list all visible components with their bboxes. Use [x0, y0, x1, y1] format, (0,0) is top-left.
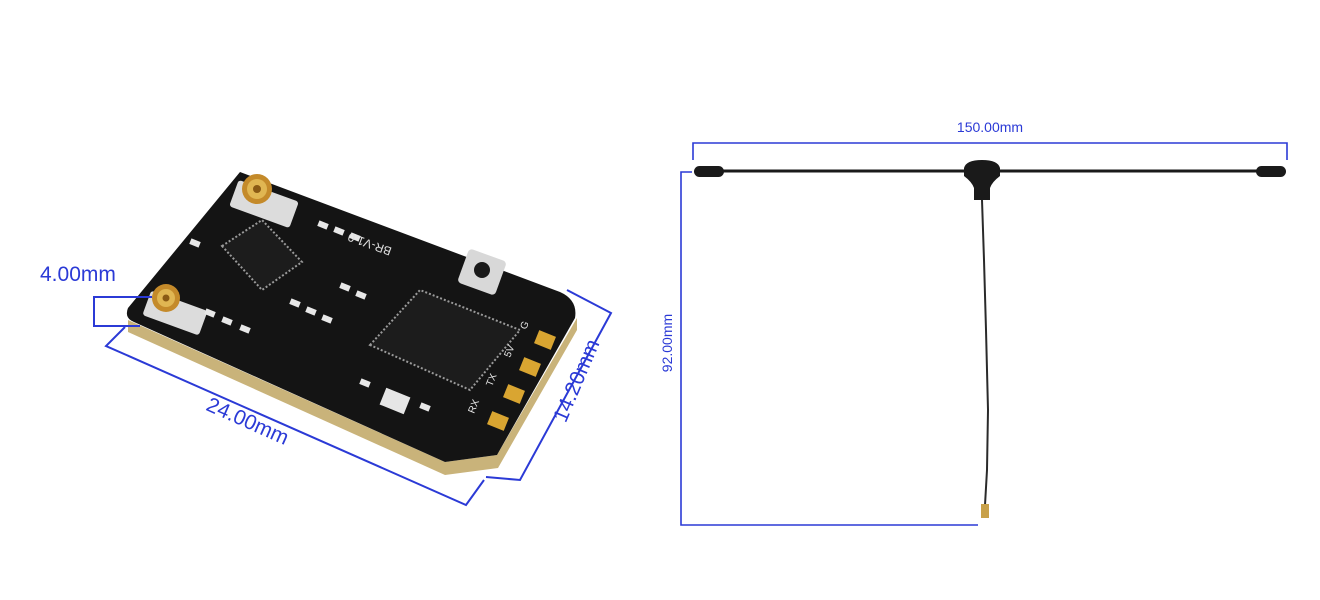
crystal — [379, 387, 411, 415]
length-dimension-line — [104, 326, 485, 507]
antenna-height-label: 92.00mm — [659, 314, 675, 372]
height-dimension-label: 4.00mm — [40, 263, 116, 286]
antenna-height-line — [680, 171, 978, 526]
pad-tx — [503, 384, 525, 404]
solder-pads — [487, 330, 556, 431]
width-dimension-label: 14.20mm — [549, 336, 604, 426]
antenna-hub — [964, 160, 1000, 200]
ufl-connector-bottom — [143, 284, 207, 335]
pin-label-tx: TX — [485, 372, 500, 388]
antenna-width-label: 150.00mm — [957, 119, 1023, 135]
pin-label-g: G — [519, 320, 532, 332]
height-dimension-line — [93, 296, 152, 327]
ufl-connector-top — [229, 174, 299, 228]
boot-button — [458, 249, 506, 295]
mcu-chip — [368, 288, 522, 392]
pad-rx — [487, 411, 509, 431]
receiver-module: BR-V1.0 G 5V TX RX — [126, 172, 577, 475]
width-dimension-line — [485, 289, 613, 482]
t-dipole-antenna — [694, 160, 1286, 518]
pad-5v — [519, 357, 541, 377]
antenna-tip-left — [694, 166, 724, 177]
pin-label-rx: RX — [467, 398, 483, 415]
pin-label-5v: 5V — [503, 343, 518, 359]
rf-chip — [220, 218, 304, 292]
ufl-plug — [981, 504, 989, 518]
coax-cable — [981, 199, 990, 506]
receiver-dimension-lines — [93, 289, 613, 507]
pad-g — [534, 330, 556, 350]
passive-components — [189, 220, 431, 412]
antenna-width-line — [692, 142, 1288, 160]
antenna-dimension-lines — [680, 142, 1288, 526]
antenna-tip-right — [1256, 166, 1286, 177]
